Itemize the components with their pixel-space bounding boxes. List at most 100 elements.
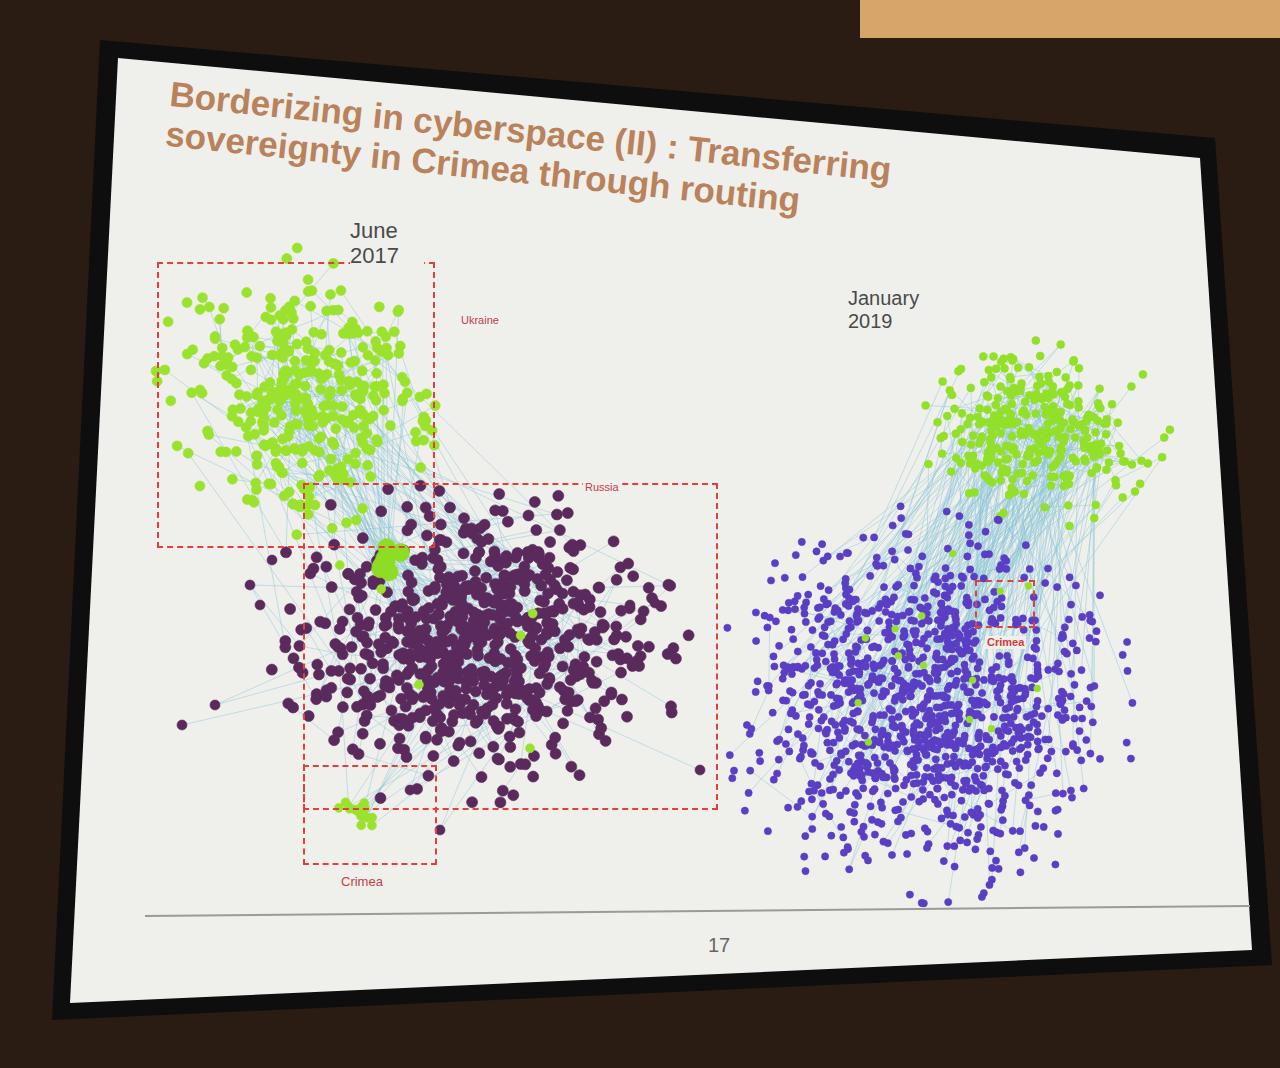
graph-dot	[948, 670, 955, 677]
graph-dot	[415, 392, 425, 402]
graph-dot	[992, 857, 999, 864]
graph-dot	[160, 365, 170, 375]
graph-dot	[1081, 426, 1089, 434]
graph-dot	[336, 348, 346, 358]
graph-dot	[1072, 582, 1079, 589]
graph-dot	[1054, 457, 1062, 465]
graph-dot	[834, 680, 841, 687]
graph-dot	[623, 558, 634, 569]
graph-dot	[940, 858, 947, 865]
graph-dot	[508, 790, 519, 801]
graph-dot	[822, 810, 829, 817]
graph-dot	[770, 653, 777, 660]
graph-dot	[558, 685, 569, 696]
graph-dot	[465, 736, 476, 747]
graph-dot	[1058, 447, 1066, 455]
graph-dot	[505, 742, 516, 753]
graph-dot	[266, 479, 276, 489]
graph-dot	[898, 515, 905, 522]
graph-dot	[1090, 514, 1098, 522]
graph-dot	[342, 418, 352, 428]
graph-dot	[1042, 736, 1049, 743]
graph-dot	[484, 653, 495, 664]
graph-dot	[876, 617, 883, 624]
graph-dot	[421, 613, 432, 624]
graph-dot	[365, 673, 376, 684]
graph-dot	[366, 472, 376, 482]
graph-dot	[976, 405, 984, 413]
graph-dot	[1038, 713, 1045, 720]
graph-dot	[313, 669, 324, 680]
graph-dot	[1008, 357, 1016, 365]
graph-dot	[403, 570, 414, 581]
graph-dot	[231, 447, 241, 457]
graph-dot	[785, 804, 792, 811]
graph-dot	[312, 659, 323, 670]
graph-dot	[368, 813, 377, 822]
graph-dot	[435, 519, 446, 530]
graph-dot	[529, 656, 540, 667]
graph-dot	[1119, 493, 1127, 501]
graph-dot	[235, 404, 245, 414]
graph-dot	[583, 634, 594, 645]
graph-dot	[386, 606, 397, 617]
graph-dot	[183, 448, 193, 458]
graph-dot	[1023, 477, 1031, 485]
graph-dot	[1097, 440, 1105, 448]
graph-dot	[596, 723, 607, 734]
graph-dot	[1063, 475, 1071, 483]
graph-dot	[1103, 447, 1111, 455]
graph-dot	[1040, 436, 1048, 444]
graph-dot	[394, 720, 405, 731]
graph-dot	[511, 573, 522, 584]
graph-dot	[1066, 574, 1073, 581]
graph-dot	[695, 765, 705, 775]
graph-dot	[315, 616, 326, 627]
graph-dot	[394, 305, 404, 315]
graph-dot	[405, 648, 416, 659]
graph-dot	[1016, 685, 1023, 692]
graph-dot	[1009, 747, 1016, 754]
graph-dot	[791, 606, 798, 613]
graph-dot	[889, 548, 896, 555]
graph-dot	[756, 749, 763, 756]
graph-dot	[1079, 613, 1086, 620]
graph-dot	[897, 503, 904, 510]
graph-dot	[195, 481, 205, 491]
graph-dot	[426, 693, 437, 704]
graph-dot	[362, 691, 373, 702]
graph-dot	[851, 818, 858, 825]
graph-dot	[954, 367, 962, 375]
graph-dot	[336, 286, 346, 296]
graph-dot	[362, 326, 372, 336]
graph-dot	[802, 618, 809, 625]
graph-dot	[922, 402, 930, 410]
graph-dot	[997, 358, 1005, 366]
graph-dot	[1034, 738, 1041, 745]
graph-dot	[557, 588, 568, 599]
graph-dot	[565, 562, 576, 573]
graph-dot	[278, 434, 288, 444]
graph-dot	[747, 767, 754, 774]
graph-dot	[975, 440, 983, 448]
graph-dot	[1026, 565, 1033, 572]
graph-dot	[489, 546, 500, 557]
graph-dot	[867, 803, 874, 810]
graph-dot	[808, 796, 815, 803]
graph-dot	[381, 619, 392, 630]
graph-dot	[357, 821, 366, 830]
graph-dot	[344, 604, 355, 615]
graph-dot	[377, 585, 386, 594]
graph-dot	[568, 665, 579, 676]
graph-dot	[402, 606, 413, 617]
graph-dot	[407, 638, 418, 649]
graph-dot	[182, 298, 192, 308]
graph-dot	[470, 717, 481, 728]
graph-dot	[849, 742, 856, 749]
graph-dot	[331, 471, 341, 481]
graph-dot	[195, 304, 205, 314]
graph-dot	[597, 622, 608, 633]
graph-dot	[321, 685, 332, 696]
graph-dot	[813, 548, 820, 555]
graph-dot	[243, 431, 253, 441]
